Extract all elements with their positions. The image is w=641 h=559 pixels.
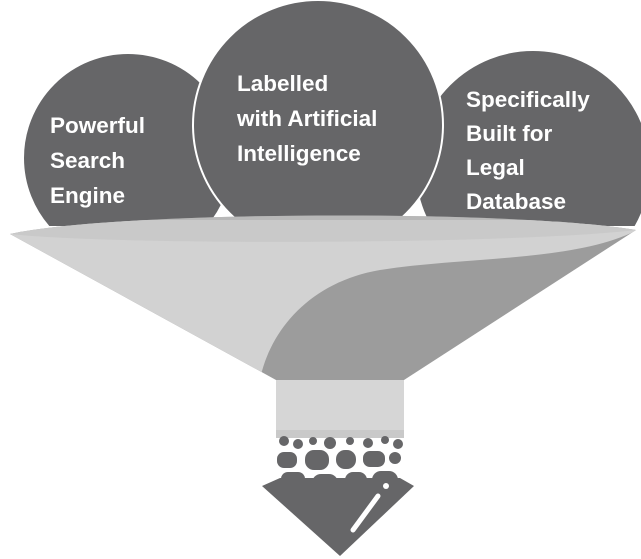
- funnel-rim: [10, 215, 636, 242]
- label-labelled-with-artificial-intelligence: Labelled with Artificial Intelligence: [236, 71, 384, 166]
- funnel-bowl: [10, 215, 636, 380]
- arrow-shine-dot: [383, 483, 389, 489]
- label-powerful-search-engine: Powerful Search Engine: [50, 113, 151, 208]
- label-line: Database: [466, 189, 566, 214]
- input-circles: [22, 0, 641, 226]
- label-line: Intelligence: [237, 141, 361, 166]
- label-line: Search: [50, 148, 125, 173]
- arrow-shine: [350, 493, 381, 533]
- label-line: Labelled: [237, 71, 328, 96]
- label-line: with Artificial: [236, 106, 377, 131]
- label-line: Engine: [50, 183, 125, 208]
- arrow-head-body: [262, 478, 414, 486]
- funnel-stem-lip: [276, 430, 404, 438]
- label-line: Powerful: [50, 113, 145, 138]
- label-specifically-built-for-legal-database: Specifically Built for Legal Database: [466, 87, 596, 214]
- funnel-stem: [276, 380, 404, 438]
- label-line: Specifically: [466, 87, 590, 112]
- arrow-head: [262, 486, 414, 556]
- output-arrow: [262, 436, 414, 556]
- label-line: Built for: [466, 121, 552, 146]
- circle-labelled-with-artificial-intelligence: [192, 0, 444, 226]
- label-line: Legal: [466, 155, 525, 180]
